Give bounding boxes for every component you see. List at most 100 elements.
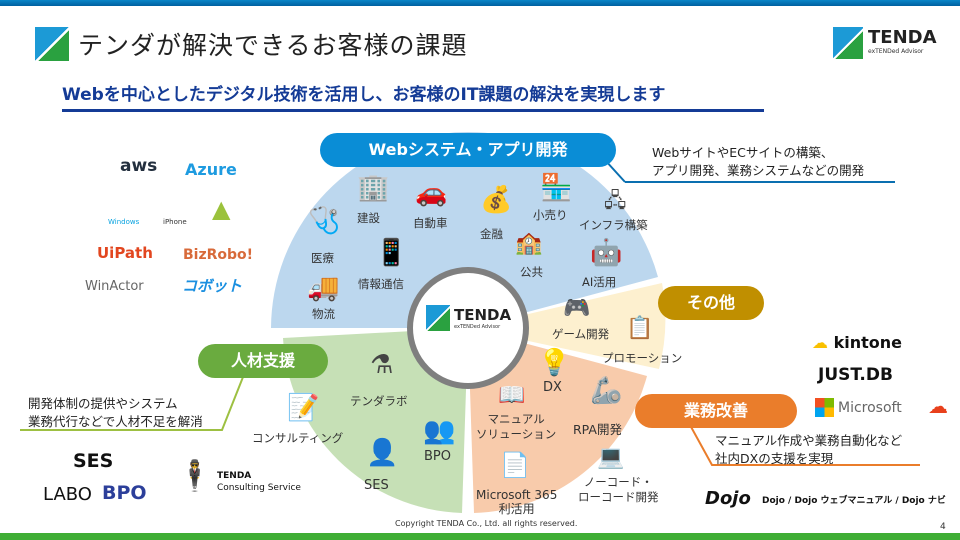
web-category-pill[interactable]: Webシステム・アプリ開発 (320, 133, 616, 167)
kintone-cloud-icon: ☁ (812, 333, 828, 352)
book-icon: 📖 (498, 383, 526, 408)
biz-item: RPA開発 (573, 422, 622, 437)
dojo-logo: Dojo (705, 488, 751, 509)
center-logo: TENDA exTENDed Advisor (426, 305, 511, 331)
public-building-icon: 🏫 (515, 231, 543, 256)
biz-item: DX (543, 380, 562, 395)
car-icon: 🚗 (415, 178, 448, 208)
center-circle (407, 267, 529, 389)
robot-icon: 🤖 (590, 238, 623, 268)
presenter-icon: 🕴 (176, 459, 214, 494)
hr-category-pill[interactable]: 人材支援 (198, 344, 328, 378)
winactor-logo: WinActor (85, 279, 144, 294)
biz-category-pill[interactable]: 業務改善 (635, 394, 797, 428)
microsoft-logo: Microsoft (838, 400, 902, 416)
web-item: 金融 (480, 227, 503, 241)
person-icon: 👤 (366, 438, 399, 468)
biz-desc-line: マニュアル作成や業務自動化など (715, 433, 903, 448)
laptop-code-icon: 💻 (597, 445, 625, 470)
xlsx-file-icon: 📄 (500, 451, 530, 479)
brand-logo: TENDA exTENDed Advisor (833, 27, 937, 59)
microsoft-icon (815, 398, 834, 417)
other-item: ゲーム開発 (552, 327, 610, 341)
hr-desc-line: 開発体制の提供やシステム (28, 396, 178, 411)
copyright: Copyright TENDA Co., Ltd. all rights res… (395, 519, 578, 528)
azure-logo: Azure (185, 160, 237, 179)
biz-item: Microsoft 365 利活用 (476, 488, 558, 516)
other-item: プロモーション (602, 351, 683, 365)
web-desc-line: WebサイトやECサイトの構築、 (652, 145, 834, 160)
hr-description: 開発体制の提供やシステム業務代行などで人材不足を解消 (28, 395, 203, 431)
money-bag-icon: 💰 (480, 185, 513, 215)
brand-mark-icon (833, 27, 863, 59)
web-item: 情報通信 (358, 277, 404, 291)
biz-item: マニュアル ソリューション (476, 412, 557, 441)
kintone-text: kintone (833, 333, 902, 352)
hr-item: BPO (424, 449, 451, 464)
justdb-logo: JUST.DB (818, 365, 893, 385)
game-controller-icon: 🎮 (563, 296, 591, 321)
web-item: 建設 (357, 211, 380, 225)
sector-web (271, 132, 658, 328)
web-description: WebサイトやECサイトの構築、アプリ開発、業務システムなどの開発 (652, 144, 864, 180)
consulting-service-text: Consulting Service (217, 483, 301, 493)
flask-icon: ⚗ (370, 350, 394, 380)
biz-description: マニュアル作成や業務自動化など社内DXの支援を実現 (715, 432, 902, 468)
aws-logo: aws (120, 156, 158, 176)
office-cloud-icon: ☁ (928, 394, 948, 418)
web-item: 自動車 (413, 216, 448, 230)
page-number: 4 (940, 522, 946, 532)
biz-leader-line (689, 424, 920, 466)
building-icon: 🏢 (357, 173, 390, 203)
center-mark-icon (426, 305, 450, 331)
android-icon: ▲ (212, 195, 231, 223)
cobot-logo: コボット (182, 277, 243, 295)
team-icon: 👥 (423, 416, 456, 446)
bizrobo-logo: BizRobo! (183, 247, 254, 263)
hr-item: コンサルティング (252, 431, 344, 445)
sector-biz (468, 328, 647, 513)
center-tagline: exTENDed Advisor (454, 324, 501, 330)
biz-item: ノーコード・ ローコード開発 (578, 475, 659, 504)
kintone-logo: ☁ kintone (812, 333, 902, 352)
store-icon: 🏪 (540, 173, 573, 203)
hr-leader-line (20, 371, 246, 431)
biz-desc-line: 社内DXの支援を実現 (715, 451, 834, 466)
hr-desc-line: 業務代行などで人材不足を解消 (28, 414, 203, 429)
brand-tagline: exTENDed Advisor (868, 48, 924, 55)
document-icon: 📝 (287, 393, 320, 423)
brand-name: TENDA (868, 27, 937, 48)
smartphone-icon: 📱 (375, 238, 408, 268)
web-item: 公共 (520, 265, 543, 279)
windows-logo: Windows (108, 218, 140, 226)
bottom-bar (0, 533, 960, 540)
robot-arm-icon: 🦾 (590, 376, 623, 406)
web-item: 物流 (312, 307, 335, 321)
sector-other (468, 283, 666, 369)
dojo-series-logos: Dojo / Dojo ウェブマニュアル / Dojo ナビ (762, 496, 946, 506)
web-desc-line: アプリ開発、業務システムなどの開発 (652, 163, 865, 178)
hr-item: SES (364, 478, 389, 493)
title-logo-icon (35, 27, 69, 61)
web-item: 小売り (533, 208, 568, 222)
iphone-logo: iPhone (163, 218, 187, 226)
page-subtitle: Webを中心としたデジタル技術を活用し、お客様のIT課題の解決を実現します (62, 80, 764, 112)
hr-item: テンダラボ (350, 394, 408, 408)
uipath-logo: UiPath (97, 244, 153, 262)
tenda-consulting-logo: TENDA (217, 471, 252, 481)
easel-icon: 📋 (626, 316, 654, 341)
web-item: AI活用 (582, 275, 617, 289)
sector-hr (283, 328, 468, 513)
ses-logo: SES (73, 450, 114, 472)
other-category-pill[interactable]: その他 (658, 286, 764, 320)
stethoscope-icon: 🩺 (308, 206, 341, 236)
lightbulb-head-icon: 💡 (538, 348, 571, 378)
page-title: テンダが解決できるお客様の課題 (78, 31, 468, 60)
labo-logo: LABO (43, 484, 92, 505)
truck-icon: 🚚 (307, 273, 340, 303)
top-bar (0, 0, 960, 6)
center-name: TENDA (454, 306, 512, 324)
web-item: インフラ構築 (579, 218, 648, 232)
web-item: 医療 (311, 251, 334, 265)
